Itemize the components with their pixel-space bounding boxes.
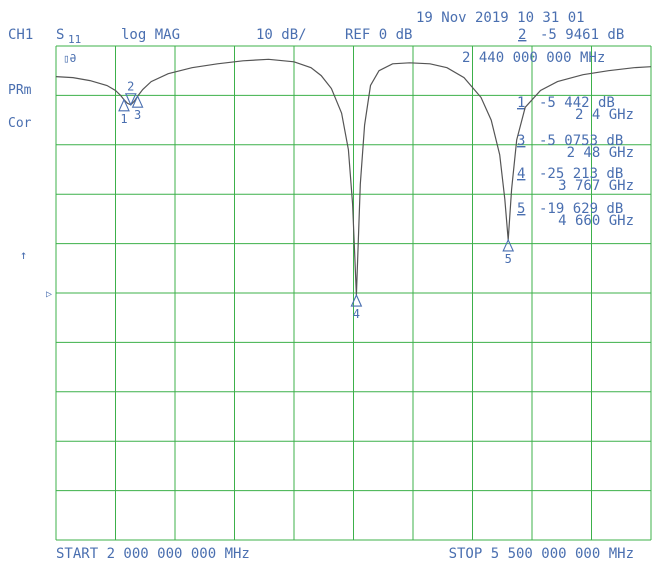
smoothing-badge-icon: ▯Ә: [63, 52, 76, 65]
marker-triangle-icon: [124, 93, 137, 107]
marker-2: 2: [124, 80, 137, 107]
marker-triangle-icon: [350, 293, 363, 307]
active-marker-value: -5 9461 dB: [540, 27, 624, 43]
marker-triangle-icon: [131, 94, 144, 108]
reference-label: REF 0 dB: [345, 27, 412, 43]
marker-triangle-icon: [118, 98, 130, 112]
marker-table: 1 -5 442 dB 2 4 GHz 3 -5 0753 dB 2 48 GH…: [517, 95, 634, 229]
start-frequency: START 2 000 000 000 MHz: [56, 546, 250, 562]
scale-label: 10 dB/: [256, 27, 307, 43]
marker-table-num: 3: [517, 133, 525, 149]
channel-label: CH1: [8, 27, 33, 43]
cor-annotation: Cor: [8, 116, 32, 131]
marker-table-freq: 3 767 GHz: [558, 178, 634, 194]
reference-position-pointer-icon: ▷: [46, 289, 52, 300]
parameter-subscript: 11: [68, 33, 81, 46]
marker-1: 1: [118, 98, 130, 126]
marker-table-value: -19 629 dB: [539, 201, 623, 217]
marker-5: 5: [502, 238, 515, 266]
marker-number-label: 4: [353, 307, 360, 321]
marker-table-num: 4: [517, 166, 525, 182]
plot-grid: [55, 45, 652, 541]
active-marker-frequency: 2 440 000 000 MHz: [462, 50, 605, 66]
marker-table-value: -25 213 dB: [539, 166, 623, 182]
reference-arrow-icon: ↑: [20, 248, 27, 262]
marker-triangle-icon: [502, 238, 515, 252]
marker-number-label: 1: [120, 112, 127, 126]
stop-frequency: STOP 5 500 000 000 MHz: [449, 546, 634, 562]
parameter-label: S: [56, 27, 64, 43]
marker-table-freq: 2 4 GHz: [575, 107, 634, 123]
prm-annotation: PRm: [8, 83, 32, 98]
marker-3: 3: [131, 94, 144, 122]
marker-table-value: -5 0753 dB: [539, 133, 623, 149]
marker-table-num: 5: [517, 201, 525, 217]
marker-table-freq: 4 660 GHz: [558, 213, 634, 229]
marker-number-label: 3: [134, 108, 141, 122]
marker-table-freq: 2 48 GHz: [567, 145, 634, 161]
date-time: 19 Nov 2019 10 31 01: [416, 10, 585, 26]
marker-number-label: 2: [127, 80, 134, 94]
format-label: log MAG: [121, 27, 180, 43]
active-marker-number: 2: [518, 27, 526, 43]
marker-4: 4: [350, 293, 363, 321]
marker-table-value: -5 442 dB: [539, 95, 615, 111]
marker-table-num: 1: [517, 95, 525, 111]
marker-number-label: 5: [505, 252, 512, 266]
